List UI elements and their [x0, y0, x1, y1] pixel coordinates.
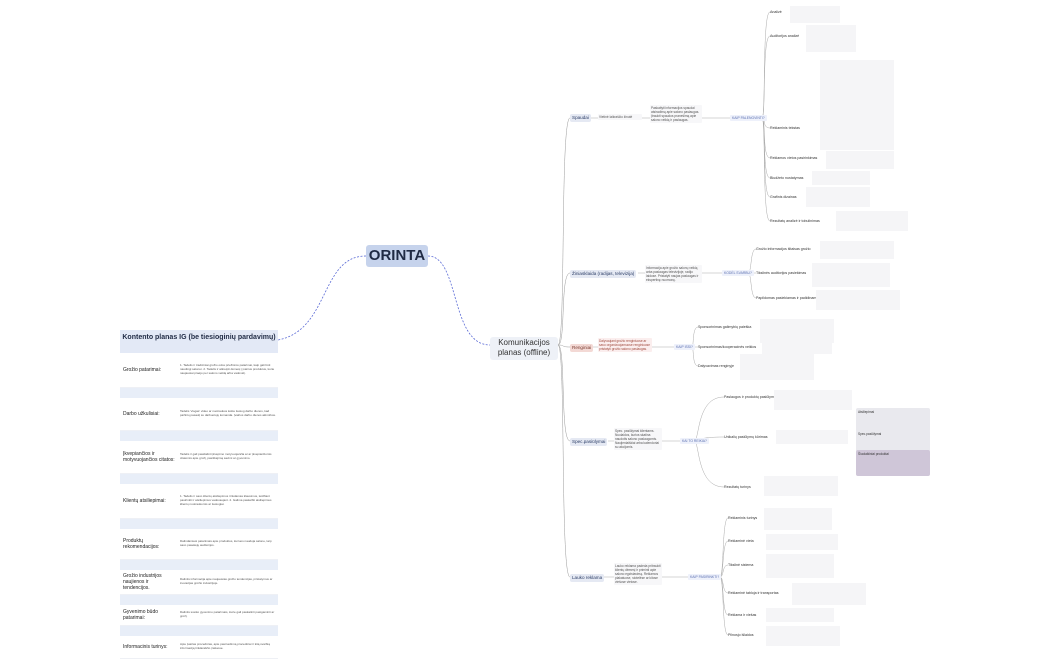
- leaf-note: [766, 554, 834, 578]
- leaf-item[interactable]: Dalyvavimas renginyje: [698, 364, 734, 368]
- leaf-item[interactable]: Reklaminė vieta: [728, 539, 754, 543]
- leaf-note: [806, 25, 856, 52]
- row-text: Dalintis sveiko gyvenimo patarimais, kur…: [180, 610, 275, 618]
- row-text: Tadelis 'vlogas' video ar nuotraukos kok…: [180, 409, 276, 417]
- leaf-item[interactable]: Reklamos vietos pasirinkimas: [770, 156, 818, 160]
- leaf-note: [766, 608, 834, 622]
- row-spacer: [120, 595, 278, 605]
- row-label: Įkvepiančios ir motyvuojančios citatos:: [123, 451, 175, 463]
- row-text: Dalintis informacija apie naujausias gro…: [180, 577, 273, 585]
- leaf-item[interactable]: Paslaugos ir produktų pasiūlymas: [724, 395, 778, 399]
- leaf-item[interactable]: Papildomas pasiekiamas ir padidinamas: [756, 296, 821, 300]
- leaf-item[interactable]: Grafinis dizainas: [770, 195, 797, 199]
- leaf-item[interactable]: Biudžeto nustatymas: [770, 176, 804, 180]
- leaf-note: [806, 187, 870, 207]
- row-spacer: [120, 626, 278, 636]
- leaf-item[interactable]: Auditorijos analizė: [770, 34, 800, 38]
- panel-title: Kontento planas IG (be tiesioginių parda…: [120, 330, 278, 353]
- leaf-note: [790, 6, 840, 23]
- leaf-note: [812, 171, 870, 185]
- leaf-note: [766, 626, 840, 646]
- central-node[interactable]: ORINTA: [366, 245, 428, 267]
- branch-desc: Dalyvaujant grožio renginiuose ar savo o…: [598, 338, 652, 352]
- table-row: Informacinis turinys: Apie įvairias proc…: [120, 636, 278, 659]
- leaf-item[interactable]: Reklaminis turinys: [728, 516, 758, 520]
- row-label: Darbo užkulisiai:: [123, 411, 160, 417]
- leaf-item[interactable]: Grožio informacijos ištaisas grožio: [756, 247, 811, 251]
- table-row: Grožio patarimai: 1. Tadelis ir tradicin…: [120, 353, 278, 388]
- row-label: Grožio patarimai:: [123, 367, 162, 373]
- table-row: Įkvepiančios ir motyvuojančios citatos: …: [120, 441, 278, 474]
- leaf-item[interactable]: Tikslinė sistema: [728, 563, 754, 567]
- leaf-note: [812, 263, 890, 287]
- row-spacer: [120, 560, 278, 570]
- leaf-item[interactable]: Pilnosjo išlaidos: [728, 633, 754, 637]
- content-plan-panel[interactable]: Kontento planas IG (be tiesioginių parda…: [120, 330, 278, 659]
- row-text: Tadelis ir gali pasidalinti įkvėpimo mot…: [180, 452, 272, 460]
- branch-renginiai[interactable]: Renginiai: [570, 344, 594, 352]
- leaf-item[interactable]: Sponsorinimas galimybių paieška: [698, 325, 752, 329]
- branch-tag[interactable]: KAIP PALENGVINTI?: [730, 115, 767, 121]
- branch-ziniasklaida[interactable]: Žiniasklaida (radijas, televizija): [570, 270, 637, 278]
- leaf-note: [792, 583, 866, 605]
- leaf-item[interactable]: Unikalių pasiūlymų kūrimas: [724, 435, 768, 439]
- table-row: Gyvenimo būdo patarimai: Dalintis sveiko…: [120, 605, 278, 626]
- row-text: 1. Tadelis ir savo klientų atsiliepimus …: [180, 494, 272, 506]
- row-label: Gyvenimo būdo patarimai:: [123, 609, 159, 621]
- leaf-item[interactable]: Reklama ir viešas: [728, 613, 757, 617]
- row-spacer: [120, 388, 278, 398]
- side-note: Atsiliepimai: [856, 408, 930, 432]
- branch-tag[interactable]: KAIP ISSI?: [674, 344, 695, 350]
- leaf-item[interactable]: Tikslinės auditorijos pasiekimas: [756, 271, 807, 275]
- side-note: Spec.pasiūlymai: [856, 430, 930, 452]
- table-row: Klientų atsiliepimai: 1. Tadelis ir savo…: [120, 484, 278, 519]
- row-text: 1. Tadelis ir tradiciniai grožio odos pr…: [180, 363, 275, 375]
- table-row: Grožio industrijos naujienos ir tendenci…: [120, 570, 278, 595]
- leaf-note: [816, 290, 900, 310]
- leaf-item[interactable]: Reklaminis tekstas: [770, 126, 800, 130]
- leaf-note: [760, 319, 834, 343]
- table-row: Darbo užkulisiai: Tadelis 'vlogas' video…: [120, 398, 278, 431]
- leaf-note: [774, 390, 852, 410]
- branch-note: Paskaityti informacijos spaudai atsiradi…: [650, 105, 702, 123]
- row-spacer: [120, 474, 278, 484]
- leaf-item[interactable]: Sponsorinimas/kooperacinės veiklos: [698, 345, 757, 349]
- root-node[interactable]: Komunikacijos planas (offline): [490, 337, 558, 360]
- row-spacer: [120, 431, 278, 441]
- row-spacer: [120, 519, 278, 529]
- leaf-note: [764, 508, 832, 530]
- leaf-note: [764, 476, 838, 496]
- branch-spaudai[interactable]: Spaudai: [570, 114, 591, 122]
- row-label: Produktų rekomendacijos:: [123, 538, 160, 550]
- leaf-note: [836, 211, 908, 231]
- leaf-note: [820, 241, 894, 259]
- branch-lauko-reklama[interactable]: Lauko reklama: [570, 574, 605, 582]
- row-text: Dalindamiesi patarimais apie produktus, …: [180, 539, 272, 547]
- branch-desc: Lauko reklama padeda pritraukti klientų …: [614, 563, 662, 585]
- leaf-item[interactable]: Rezultatų turinys: [724, 485, 751, 489]
- side-note: Šiuolaikiniai produktai: [856, 450, 930, 476]
- branch-tag[interactable]: KAIP PASIRINKTI?: [688, 574, 722, 580]
- leaf-item[interactable]: Reklaminė tabloja ir transportas: [728, 591, 779, 595]
- branch-desc: Vietinė laikraščio žinutė: [598, 114, 642, 120]
- leaf-note: [766, 534, 838, 550]
- row-label: Klientų atsiliepimai:: [123, 498, 166, 504]
- row-label: Grožio industrijos naujienos ir tendenci…: [123, 573, 162, 591]
- branch-tag[interactable]: KAI TO REIKIA?: [680, 438, 709, 444]
- leaf-note: [762, 342, 832, 354]
- row-text: Apie įvairias procedūras, apie pasiruoši…: [180, 642, 270, 650]
- row-label: Informacinis turinys:: [123, 644, 168, 650]
- branch-desc: Informacija apie grožio salonų veiklą ar…: [645, 265, 702, 283]
- branch-desc: Spec. pasiūlymai klientams. Nuolaidos, k…: [614, 428, 662, 450]
- leaf-note: [740, 354, 814, 380]
- table-row: Produktų rekomendacijos: Dalindamiesi pa…: [120, 529, 278, 560]
- leaf-item[interactable]: Analizė: [770, 10, 782, 14]
- leaf-note: [826, 151, 894, 169]
- branch-specpasiulymai[interactable]: Spec.pasiūlymai: [570, 438, 608, 446]
- leaf-note: [820, 60, 894, 150]
- leaf-note: [776, 430, 848, 444]
- leaf-item[interactable]: Rezultatų analizė ir tobulinimas: [770, 219, 820, 223]
- branch-tag[interactable]: KODĖL SVARBU?: [722, 270, 754, 276]
